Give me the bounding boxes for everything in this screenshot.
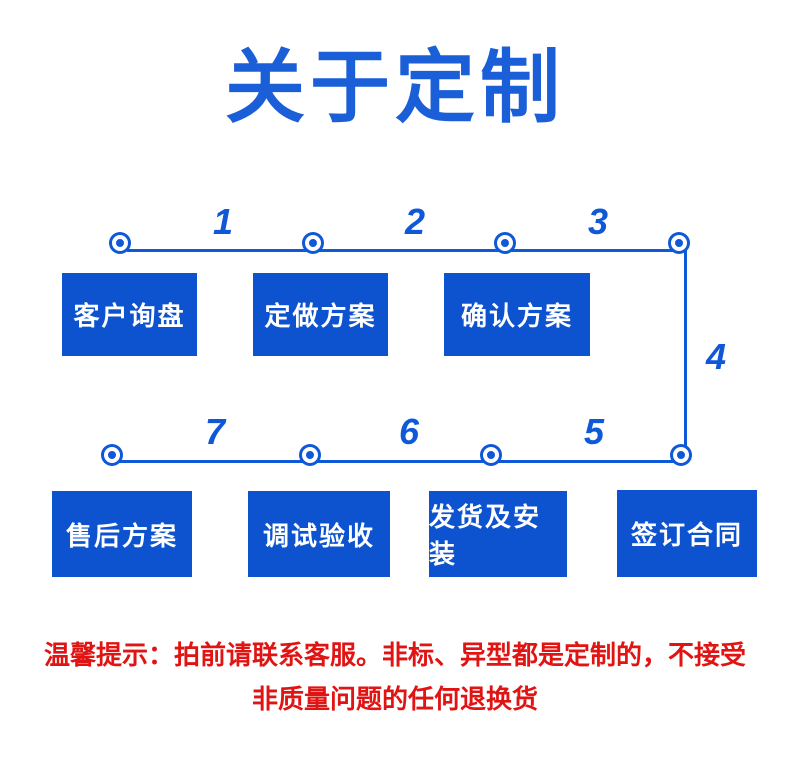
flow-node-icon [673, 447, 689, 463]
step-number-2: 2 [404, 201, 426, 242]
step-number-3: 3 [587, 201, 609, 242]
step-number-7: 7 [204, 411, 226, 452]
step-box-debug-acceptance: 调试验收 [248, 491, 390, 577]
step-number-6: 6 [398, 411, 420, 452]
step-number-5: 5 [583, 411, 605, 452]
warm-tip-line-1: 温馨提示：拍前请联系客服。非标、异型都是定制的，不接受 [43, 640, 746, 670]
step-box-custom-plan: 定做方案 [253, 273, 388, 356]
step-box-confirm-plan: 确认方案 [444, 273, 590, 356]
step-box-after-sales-plan: 售后方案 [52, 491, 192, 577]
page-title: 关于定制 [225, 43, 565, 132]
connector-line-right [684, 250, 687, 462]
flow-node-icon [112, 235, 128, 251]
connector-line-bottom [119, 460, 688, 463]
step-box-shipping-installation: 发货及安装 [429, 491, 567, 577]
connector-line-top [127, 249, 686, 252]
step-number-4: 4 [705, 336, 727, 377]
flow-node-icon [305, 235, 321, 251]
step-number-1: 1 [212, 201, 234, 242]
flow-node-icon [671, 235, 687, 251]
flow-node-icon [497, 235, 513, 251]
flow-node-icon [483, 447, 499, 463]
step-box-customer-inquiry: 客户询盘 [62, 273, 197, 356]
warm-tip-line-2: 非质量问题的任何退换货 [251, 684, 538, 714]
step-box-sign-contract: 签订合同 [617, 490, 757, 577]
flow-node-icon [302, 447, 318, 463]
warm-tip-notice: 温馨提示：拍前请联系客服。非标、异型都是定制的，不接受 非质量问题的任何退换货 [0, 640, 790, 714]
flow-node-icon [104, 447, 120, 463]
